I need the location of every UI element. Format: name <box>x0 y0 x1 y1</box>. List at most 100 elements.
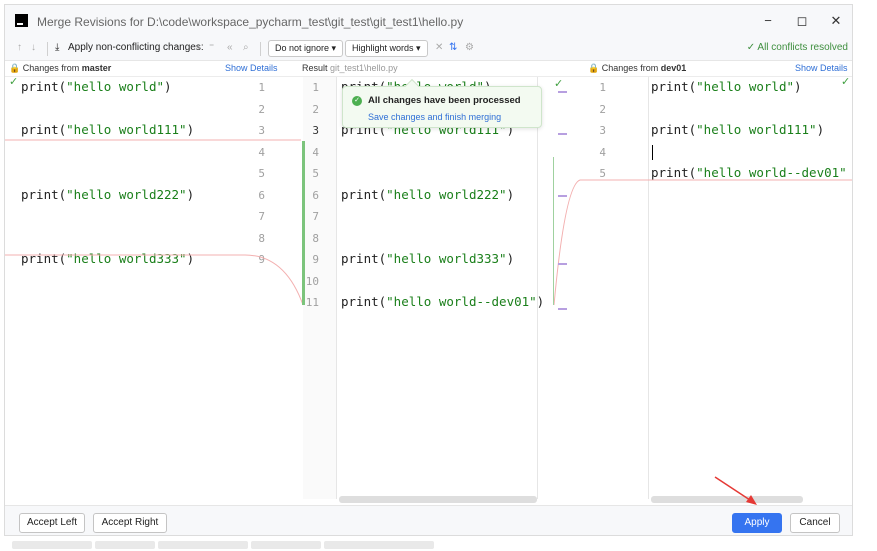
line-number: 5 <box>599 167 606 180</box>
result-horizontal-scrollbar[interactable] <box>339 496 537 503</box>
sync-scroll-icon[interactable]: ⇅ <box>449 42 458 53</box>
column-headers: 🔒 Changes from master Show Details Resul… <box>5 61 852 77</box>
line-number: 6 <box>258 188 265 202</box>
line-number: 2 <box>312 102 319 116</box>
pane-divider <box>537 77 538 499</box>
annotation-arrow-icon <box>714 476 757 505</box>
apply-all-icon[interactable]: ⁼ <box>209 42 215 53</box>
apply-button[interactable]: Apply <box>732 513 782 533</box>
processed-notification: ✓ All changes have been processed Save c… <box>342 78 542 128</box>
center-header: Result git_test1\hello.py <box>302 63 398 73</box>
line-number: 9 <box>258 253 265 266</box>
line-number: 4 <box>599 145 606 159</box>
toolbar-separator <box>47 42 48 56</box>
diff-connectors <box>5 139 852 306</box>
line-number: 4 <box>312 145 319 159</box>
code-line[interactable]: print("hello world--dev01" <box>651 165 847 180</box>
pane-divider <box>648 77 649 499</box>
line-number: 1 <box>258 81 265 94</box>
line-number: 1 <box>599 81 606 94</box>
left-gutter: 1 2 3 4 5 6 7 8 9 <box>215 77 285 499</box>
code-line[interactable]: print("hello world") <box>21 79 172 94</box>
line-number: 3 <box>312 124 319 137</box>
code-line[interactable]: print("hello world222") <box>341 186 515 202</box>
dialog-footer: Accept Left Accept Right Apply Cancel <box>5 505 852 535</box>
line-number: 9 <box>312 253 319 266</box>
connector-left <box>5 254 304 306</box>
line-number: 5 <box>312 167 319 180</box>
maximize-button[interactable]: ◻ <box>796 13 808 28</box>
left-editor[interactable]: print("hello world") print("hello world11… <box>5 77 215 499</box>
right-show-details-link[interactable]: Show Details <box>795 63 848 73</box>
ignore-whitespace-select[interactable]: Do not ignore ▾ <box>268 40 344 57</box>
line-number: 3 <box>258 124 265 137</box>
apply-right-icon[interactable]: « <box>227 42 233 53</box>
blurred-caption <box>12 540 532 550</box>
code-line[interactable]: print("hello world") <box>651 79 802 94</box>
code-line[interactable]: print("hello world111") <box>21 122 195 137</box>
code-line[interactable]: print("hello world333") <box>341 251 515 266</box>
save-and-finish-link[interactable]: Save changes and finish merging <box>368 112 502 122</box>
line-number: 6 <box>312 188 319 202</box>
pycharm-logo-icon <box>15 14 28 27</box>
line-number: 4 <box>258 145 265 159</box>
line-number: 5 <box>258 167 265 180</box>
highlight-words-select[interactable]: Highlight words ▾ <box>345 40 428 57</box>
code-line[interactable]: print("hello world111") <box>651 122 825 137</box>
close-button[interactable]: ✕ <box>830 13 842 28</box>
next-conflict-button[interactable]: ↓ <box>31 42 36 53</box>
line-number: 3 <box>599 124 606 137</box>
change-marker <box>558 195 567 197</box>
conflicts-status: ✓ All conflicts resolved <box>746 42 848 53</box>
success-check-icon: ✓ <box>352 96 362 106</box>
code-line[interactable]: print("hello world222") <box>21 186 195 202</box>
line-number: 2 <box>599 102 606 116</box>
change-marker <box>558 91 567 93</box>
connector-right <box>553 179 852 306</box>
line-number: 1 <box>312 81 319 94</box>
line-number: 11 <box>305 296 319 309</box>
pane-divider <box>336 77 337 499</box>
right-gutter: 1 2 3 4 5 <box>578 77 648 499</box>
right-horizontal-scrollbar[interactable] <box>651 496 803 503</box>
collapse-icon[interactable]: ✕ <box>435 42 444 53</box>
apply-left-icon[interactable]: » <box>195 42 201 53</box>
previous-conflict-button[interactable]: ↑ <box>17 42 22 53</box>
lock-icon: 🔒 <box>588 63 600 73</box>
settings-gear-icon[interactable]: ⚙ <box>465 42 474 53</box>
notification-title: All changes have been processed <box>368 95 521 106</box>
merge-toolbar: ↑ ↓ ⤓ Apply non-conflicting changes: » ⁼… <box>5 37 852 61</box>
minimize-button[interactable]: − <box>764 13 772 28</box>
resolved-check-icon: ✓ <box>841 76 851 88</box>
left-show-details-link[interactable]: Show Details <box>225 63 278 73</box>
magic-resolve-icon[interactable]: ⌕ <box>243 42 249 53</box>
change-marker <box>558 263 567 265</box>
resolved-check-icon: ✓ <box>554 78 564 90</box>
right-editor[interactable]: print("hello world") print("hello world11… <box>649 77 852 499</box>
text-cursor <box>652 144 653 160</box>
line-number: 10 <box>305 274 319 288</box>
center-gutter: 1 2 3 4 5 6 7 8 9 10 11 <box>303 77 336 499</box>
line-number: 2 <box>258 102 265 116</box>
change-marker <box>558 308 567 310</box>
window-title: Merge Revisions for D:\code\workspace_py… <box>37 15 464 29</box>
cancel-button[interactable]: Cancel <box>790 513 840 533</box>
change-marker-bar <box>302 141 305 305</box>
left-header: 🔒 Changes from master <box>9 63 112 73</box>
right-header: 🔒 Changes from dev01 <box>588 63 687 73</box>
accept-left-button[interactable]: Accept Left <box>19 513 85 533</box>
change-marker <box>558 133 567 135</box>
resolved-check-icon: ✓ <box>9 76 19 88</box>
title-bar: Merge Revisions for D:\code\workspace_py… <box>5 5 852 37</box>
line-number: 7 <box>312 210 319 223</box>
apply-non-conflicting-label: Apply non-conflicting changes: <box>68 42 204 53</box>
merge-icon[interactable]: ⤓ <box>55 42 60 53</box>
toolbar-separator <box>260 42 261 56</box>
code-line[interactable]: print("hello world--dev01") <box>341 294 545 309</box>
line-number: 8 <box>312 231 319 245</box>
line-number: 7 <box>258 210 265 223</box>
line-number: 8 <box>258 231 265 245</box>
lock-icon: 🔒 <box>9 63 21 73</box>
accept-right-button[interactable]: Accept Right <box>93 513 167 533</box>
change-marker-bar <box>553 157 554 305</box>
